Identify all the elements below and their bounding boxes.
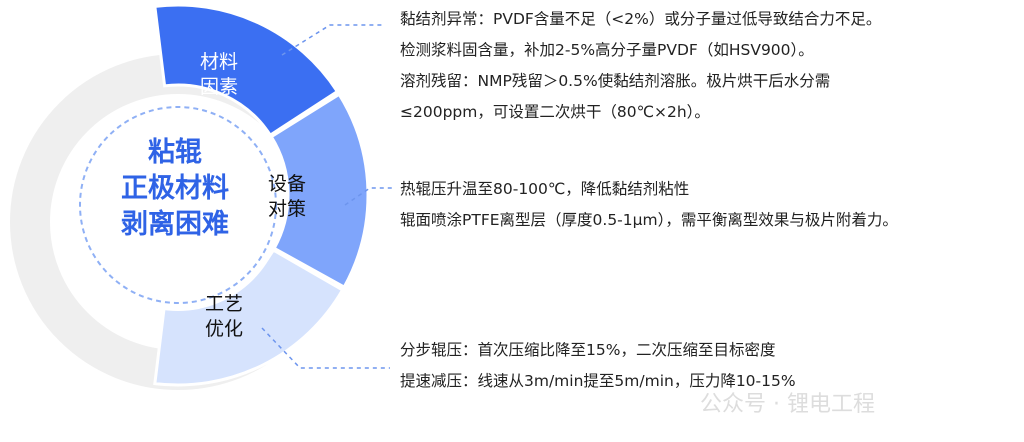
detail-block-material: 黏结剂异常：PVDF含量不足（<2%）或分子量过低导致结合力不足。检测浆料固含量… (400, 10, 882, 121)
center-dashed-border (79, 106, 277, 304)
segment-label-material: 材料因素 (200, 51, 239, 98)
detail-block-process: 分步辊压：首次压缩比降至15%，二次压缩至目标密度提速减压：线速从3m/min提… (400, 341, 796, 390)
segment-label-process: 工艺优化 (205, 293, 244, 340)
segment-label-equipment: 设备对策 (268, 173, 307, 220)
detail-block-equipment: 热辊压升温至80-100℃，降低黏结剂粘性辊面喷涂PTFE离型层（厚度0.5-1… (400, 180, 898, 229)
center-title-line: 正极材料 (121, 173, 229, 204)
segment-material (153, 3, 340, 138)
center-title: 粘辊 正极材料 剥离困难 (80, 135, 270, 243)
center-title-line: 剥离困难 (121, 209, 229, 240)
connector-line-1 (281, 24, 385, 56)
segment-equipment (269, 92, 370, 290)
watermark: 公众号 · 锂电工程 (700, 392, 875, 417)
connector-line-3 (261, 327, 390, 369)
center-title-line: 粘辊 (148, 137, 202, 168)
connector-line-2 (344, 187, 395, 206)
center-circle (72, 99, 284, 311)
